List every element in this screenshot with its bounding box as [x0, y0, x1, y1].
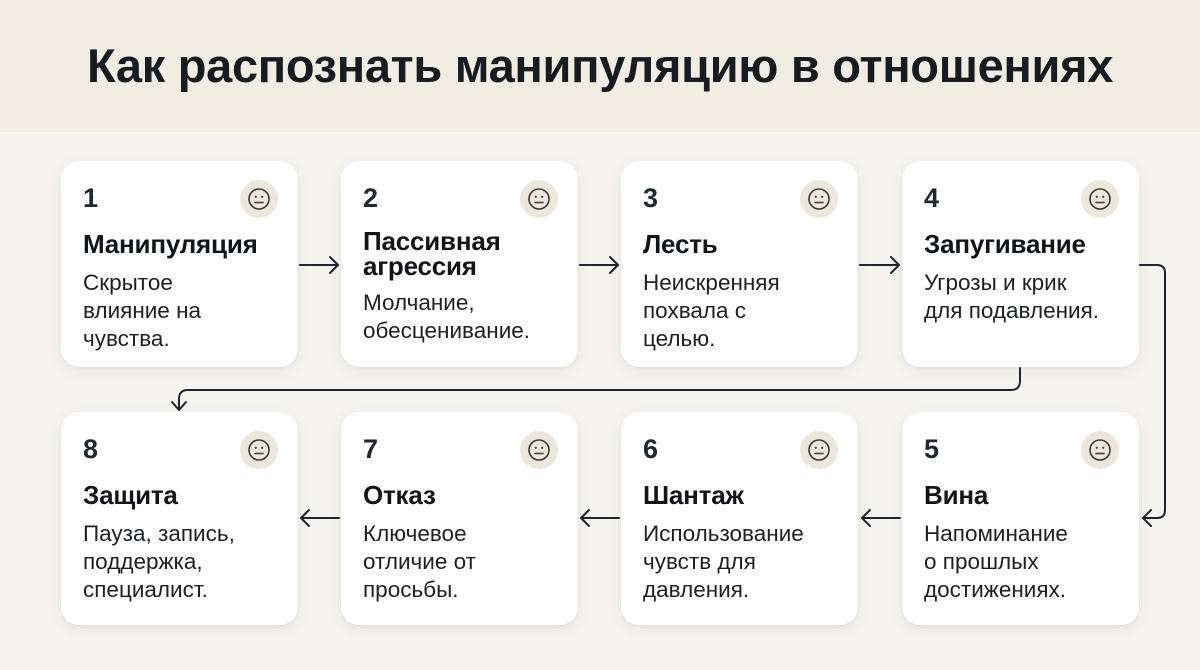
step-card-7: 7 Отказ Ключевое отличие от просьбы.	[341, 412, 578, 625]
step-title: Защита	[83, 480, 178, 510]
step-card-5: 5 Вина Напоминание о прошлых достижениях…	[902, 412, 1139, 625]
step-number: 5	[924, 434, 940, 464]
step-card-2: 2 Пассивная агрессия Молчание, обесценив…	[341, 161, 578, 367]
step-title: Вина	[924, 480, 989, 510]
arrow-left-icon	[861, 509, 901, 527]
step-card-4: 4 Запугивание Угрозы и крик для подавлен…	[902, 161, 1139, 367]
step-description: Молчание, обесценивание.	[363, 290, 531, 343]
arrow-left-icon	[300, 509, 340, 527]
step-card-3: 3 Лесть Неискренняя похвала с целью.	[621, 161, 858, 367]
step-number: 4	[924, 183, 940, 213]
step-number: 6	[643, 434, 659, 464]
neutral-face-icon	[1081, 431, 1119, 469]
arrow-left-icon	[580, 509, 620, 527]
step-title: Манипуляция	[83, 229, 258, 259]
step-description: Пауза, запись, поддержка, специалист.	[83, 521, 235, 602]
step-number: 1	[83, 183, 99, 213]
neutral-face-icon	[800, 180, 838, 218]
step-description: Скрытое влияние на чувства.	[83, 270, 202, 351]
neutral-face-icon	[1081, 180, 1119, 218]
step-card-1: 1 Манипуляция Скрытое влияние на чувства…	[61, 161, 298, 367]
step-description: Ключевое отличие от просьбы.	[363, 521, 476, 602]
step-number: 3	[643, 183, 659, 213]
step-card-6: 6 Шантаж Использование чувств для давлен…	[621, 412, 858, 625]
neutral-face-icon	[240, 431, 278, 469]
arrow-right-icon	[579, 256, 619, 274]
step-number: 2	[363, 183, 379, 213]
arrow-right-icon	[299, 256, 339, 274]
step-description: Угрозы и крик для подавления.	[924, 270, 1100, 323]
neutral-face-icon	[520, 180, 558, 218]
neutral-face-icon	[240, 180, 278, 218]
arrow-right-icon	[859, 256, 900, 274]
step-title: Запугивание	[924, 229, 1086, 259]
neutral-face-icon	[800, 431, 838, 469]
step-title: Шантаж	[643, 480, 744, 510]
step-description: Использование чувств для давления.	[643, 521, 804, 602]
step-description: Неискренняя похвала с целью.	[643, 270, 780, 351]
step-title: Лесть	[643, 229, 718, 259]
step-card-8: 8 Защита Пауза, запись, поддержка, специ…	[61, 412, 298, 625]
arrow-loop-right-icon	[1139, 264, 1166, 527]
page-title: Как распознать манипуляцию в отношениях	[86, 38, 1114, 92]
header-band: Как распознать манипуляцию в отношениях	[0, 0, 1200, 132]
step-number: 8	[83, 434, 99, 464]
neutral-face-icon	[520, 431, 558, 469]
step-title: Отказ	[363, 480, 436, 510]
step-title: Пассивная агрессия	[363, 226, 501, 281]
step-number: 7	[363, 434, 379, 464]
arrow-return-down-icon	[171, 367, 1021, 411]
step-description: Напоминание о прошлых достижениях.	[924, 521, 1068, 602]
